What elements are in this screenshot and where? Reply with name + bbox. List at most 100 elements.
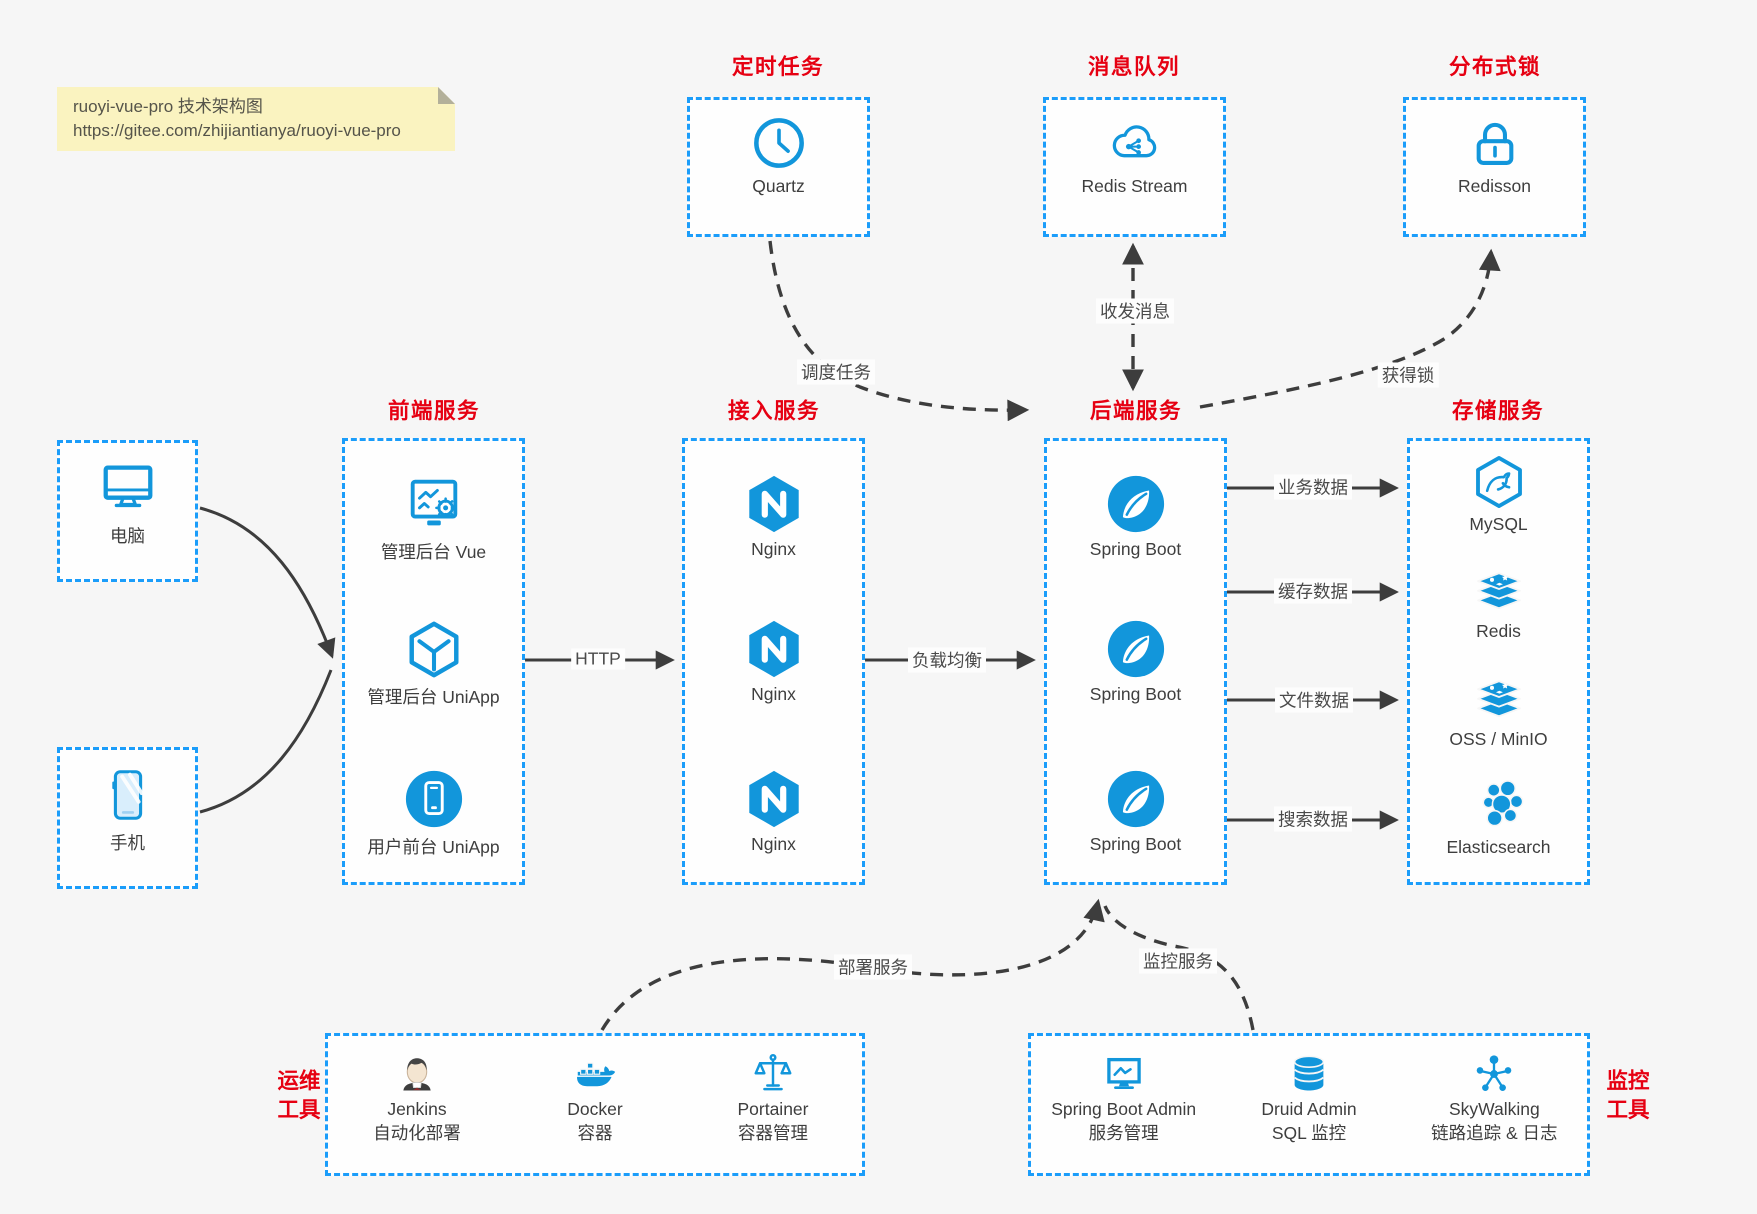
node-user-uniapp: 用户前台 UniApp xyxy=(345,768,522,859)
mysql-icon xyxy=(1471,454,1527,510)
monitor-tools-box: Spring Boot Admin 服务管理 Druid Admin SQL 监… xyxy=(1028,1033,1590,1176)
redis-stack-icon xyxy=(1471,561,1527,617)
node-redis-stream: Redis Stream xyxy=(1046,114,1223,197)
skywalking-nodes-icon xyxy=(1471,1051,1517,1097)
edge-label-monitor-service: 监控服务 xyxy=(1139,948,1217,974)
node-sublabel: 自动化部署 xyxy=(373,1123,461,1143)
node-label: Quartz xyxy=(752,176,805,196)
nginx-icon xyxy=(743,473,805,535)
node-oss-minio: OSS / MinIO xyxy=(1410,669,1587,750)
node-label: Nginx xyxy=(751,684,796,704)
smartphone-icon xyxy=(97,764,159,826)
elasticsearch-icon xyxy=(1471,777,1527,833)
node-nginx-2: Nginx xyxy=(685,618,862,705)
node-label: MySQL xyxy=(1469,514,1528,534)
redis-stream-box: Redis Stream xyxy=(1043,97,1226,237)
node-redisson: Redisson xyxy=(1406,114,1583,197)
node-druid-admin: Druid Admin SQL 监控 xyxy=(1216,1051,1401,1145)
node-label: 电脑 xyxy=(110,526,145,546)
node-jenkins: Jenkins 自动化部署 xyxy=(328,1051,506,1145)
node-portainer: Portainer 容器管理 xyxy=(684,1051,862,1145)
node-label: Spring Boot Admin xyxy=(1051,1099,1197,1119)
node-skywalking: SkyWalking 链路追踪 & 日志 xyxy=(1402,1051,1587,1145)
edge-label-acquire-lock: 获得锁 xyxy=(1377,362,1439,388)
node-label: Jenkins xyxy=(387,1099,447,1119)
node-label: Redisson xyxy=(1458,176,1531,196)
node-label: 管理后台 Vue xyxy=(380,542,487,562)
node-spring-boot-admin: Spring Boot Admin 服务管理 xyxy=(1031,1051,1216,1145)
title-storage-services: 存储服务 xyxy=(1451,399,1545,423)
portainer-scales-icon xyxy=(750,1051,796,1097)
node-sublabel: 容器管理 xyxy=(738,1123,808,1143)
node-label: Redis xyxy=(1476,621,1521,641)
nginx-icon xyxy=(743,768,805,830)
title-gateway-services: 接入服务 xyxy=(727,399,821,423)
node-nginx-3: Nginx xyxy=(685,768,862,855)
node-elasticsearch: Elasticsearch xyxy=(1410,777,1587,858)
edge-label-schedule-task: 调度任务 xyxy=(797,359,875,385)
edge-label-search-data: 搜索数据 xyxy=(1274,806,1352,832)
node-mysql: MySQL xyxy=(1410,454,1587,535)
user-app-icon xyxy=(403,768,465,830)
spring-boot-icon xyxy=(1105,768,1167,830)
node-sublabel: 容器 xyxy=(577,1123,613,1143)
backend-services-box: Spring Boot Spring Boot Spring Boot xyxy=(1044,438,1227,885)
node-nginx-1: Nginx xyxy=(685,473,862,560)
node-label: Redis Stream xyxy=(1081,176,1188,196)
cloud-message-icon xyxy=(1106,114,1164,172)
title-scheduled-task: 定时任务 xyxy=(731,55,825,79)
gateway-services-box: Nginx Nginx Nginx xyxy=(682,438,865,885)
node-label: Druid Admin xyxy=(1261,1099,1357,1119)
node-admin-uniapp: 管理后台 UniApp xyxy=(345,618,522,709)
node-spring-boot-3: Spring Boot xyxy=(1047,768,1224,855)
node-label: 用户前台 UniApp xyxy=(367,837,500,857)
node-mobile: 手机 xyxy=(60,764,195,855)
edge-label-http: HTTP xyxy=(571,648,625,670)
uniapp-cube-icon xyxy=(403,618,465,680)
node-docker: Docker 容器 xyxy=(506,1051,684,1145)
database-icon xyxy=(1286,1051,1332,1097)
node-quartz: Quartz xyxy=(690,114,867,197)
edge-label-send-receive-message: 收发消息 xyxy=(1096,298,1174,324)
node-redis: Redis xyxy=(1410,561,1587,642)
edge-mobile-to-frontend xyxy=(199,669,333,814)
node-label: OSS / MinIO xyxy=(1449,729,1548,749)
sticky-note: ruoyi-vue-pro 技术架构图 https://gitee.com/zh… xyxy=(57,87,455,151)
node-spring-boot-2: Spring Boot xyxy=(1047,618,1224,705)
node-label: 手机 xyxy=(110,833,145,853)
edge-label-cache-data: 缓存数据 xyxy=(1274,578,1352,604)
spring-boot-icon xyxy=(1105,473,1167,535)
title-monitor-tools: 监控 工具 xyxy=(1606,1069,1650,1122)
mobile-client-box: 手机 xyxy=(57,747,198,889)
jenkins-icon xyxy=(394,1051,440,1097)
node-label: 管理后台 UniApp xyxy=(367,687,500,707)
node-admin-vue: 管理后台 Vue xyxy=(345,473,522,564)
node-label: Spring Boot xyxy=(1089,834,1182,854)
node-sublabel: 链路追踪 & 日志 xyxy=(1431,1123,1558,1143)
edge-label-deploy-service: 部署服务 xyxy=(834,954,912,980)
nginx-icon xyxy=(743,618,805,680)
redisson-box: Redisson xyxy=(1403,97,1586,237)
docker-icon xyxy=(572,1051,618,1097)
frontend-services-box: 管理后台 Vue 管理后台 UniApp 用户前台 UniApp xyxy=(342,438,525,885)
node-label: Portainer xyxy=(737,1099,809,1119)
clock-icon xyxy=(750,114,808,172)
note-url: https://gitee.com/zhijiantianya/ruoyi-vu… xyxy=(73,121,401,140)
ops-tools-box: Jenkins 自动化部署 Docker 容器 Portainer 容器管理 xyxy=(325,1033,865,1176)
spring-boot-icon xyxy=(1105,618,1167,680)
title-message-queue: 消息队列 xyxy=(1087,55,1181,79)
node-label: Nginx xyxy=(751,539,796,559)
edge-label-load-balance: 负载均衡 xyxy=(908,647,986,673)
node-sublabel: 服务管理 xyxy=(1088,1123,1159,1143)
node-pc: 电脑 xyxy=(60,457,195,548)
redis-stack-icon xyxy=(1471,669,1527,725)
node-label: Nginx xyxy=(751,834,796,854)
storage-services-box: MySQL Redis OSS / MinIO Elasticsearch xyxy=(1407,438,1590,885)
edge-acquire-lock xyxy=(1199,248,1501,409)
edge-schedule-task xyxy=(768,240,1030,422)
admin-vue-icon xyxy=(403,473,465,535)
title-backend-services: 后端服务 xyxy=(1089,399,1183,423)
node-label: Spring Boot xyxy=(1089,539,1182,559)
node-spring-boot-1: Spring Boot xyxy=(1047,473,1224,560)
